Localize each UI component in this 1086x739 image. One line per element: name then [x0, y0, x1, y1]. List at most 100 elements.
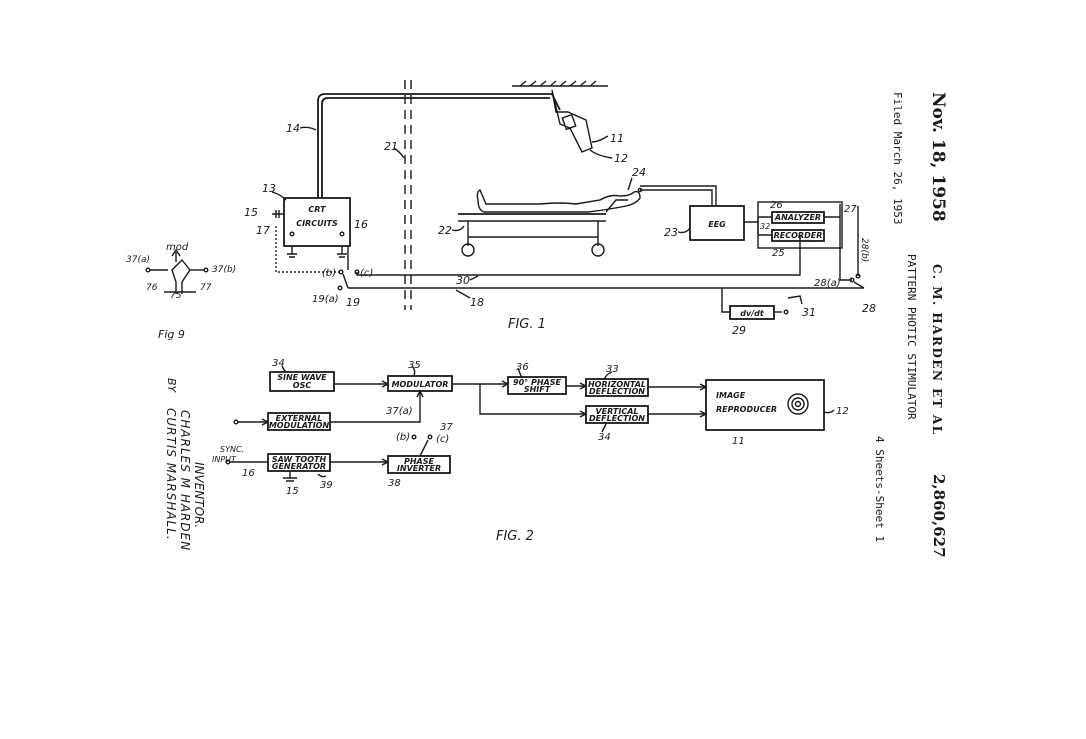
- fig2-34: 34: [272, 358, 285, 369]
- label-22: 22: [438, 224, 452, 237]
- saw-label-1: SAW TOOTH: [272, 455, 327, 464]
- fig9-terminal-right: [203, 267, 209, 273]
- fig2-11: 11: [732, 436, 745, 447]
- leader-12b: [823, 409, 835, 414]
- fig9-77: 77: [200, 283, 212, 293]
- electrode-cable-b: [640, 189, 713, 206]
- label-17: 17: [256, 224, 270, 237]
- label-11: 11: [610, 132, 624, 145]
- fig2-sw-c: (c): [436, 434, 449, 445]
- fig2-38: 38: [388, 478, 401, 489]
- sync-terminal: [225, 459, 231, 465]
- leader-22: [451, 225, 465, 232]
- leader-11: [591, 135, 609, 143]
- sync-label-1: SYNC.: [220, 445, 244, 454]
- input-15-connector: [272, 210, 284, 218]
- arrow-9: [381, 458, 390, 466]
- switch-37b: [411, 434, 417, 440]
- fig2-caption: FIG. 2: [496, 529, 534, 544]
- leader-39: [317, 473, 327, 478]
- eeg-output-leads: [744, 216, 772, 236]
- external-label-1: EXTERNAL: [276, 414, 323, 423]
- fig2-34b: 34: [598, 432, 611, 443]
- crt-label-2: CIRCUITS: [296, 219, 338, 228]
- label-32: 32: [760, 222, 770, 231]
- vertical-label-1: VERTICAL: [595, 407, 638, 416]
- fig2-37a: 37(a): [386, 406, 413, 417]
- fig2-39: 39: [320, 480, 333, 491]
- fig1-drawing: [271, 80, 865, 320]
- modulator-label: MODULATOR: [392, 380, 449, 389]
- leader-13: [271, 191, 287, 201]
- phase-inverter-label-1: PHASE: [404, 457, 435, 466]
- leader-36: [517, 367, 523, 379]
- sine-label-1: SINE WAVE: [277, 373, 327, 382]
- fig2-33: 33: [606, 364, 619, 375]
- fig9-arrow-head: [171, 248, 181, 257]
- terminal-17: [289, 231, 295, 237]
- leader-23: [677, 227, 691, 234]
- image-label-1: IMAGE: [716, 391, 746, 400]
- bed-wheel-right: [591, 243, 605, 257]
- switch-28a-contact: [849, 277, 855, 283]
- patent-title: PATTERN PHOTIC STIMULATOR: [905, 254, 918, 420]
- fig2-37: 37: [440, 422, 453, 433]
- leader-18: [455, 289, 471, 299]
- fig2-35: 35: [408, 360, 421, 371]
- crt-circuits-box: [283, 197, 351, 247]
- filed-date: Filed March 26, 1953: [891, 92, 904, 225]
- lamp-housing: [561, 113, 577, 131]
- label-14: 14: [286, 122, 300, 135]
- sine-label-2: OSC: [293, 381, 312, 390]
- arrow-8: [416, 389, 424, 398]
- label-29: 29: [732, 324, 746, 337]
- label-18: 18: [470, 296, 484, 309]
- leader-30: [469, 275, 479, 281]
- patient-arm: [605, 199, 628, 213]
- leader-34a: [281, 365, 287, 373]
- label-12: 12: [614, 152, 628, 165]
- fig9-drawing: [145, 248, 209, 294]
- fig2-16: 16: [242, 468, 255, 479]
- patent-number: 2,860,627: [930, 474, 948, 558]
- label-13: 13: [262, 182, 276, 195]
- fig9-75: 75: [170, 291, 182, 301]
- arrow-3: [579, 382, 588, 390]
- electrode-cable: [640, 185, 717, 206]
- switch-31: [787, 295, 803, 305]
- analyzer-to-switch: [824, 204, 852, 281]
- ext-mod-to-modulator: [330, 391, 421, 423]
- fig1-caption: FIG. 1: [508, 317, 546, 332]
- phase-inverter-label-2: INVERTER: [397, 464, 441, 473]
- horizontal-label-1: HORIZONTAL: [588, 380, 646, 389]
- screen-outer: [787, 393, 809, 415]
- label-16: 16: [354, 218, 368, 231]
- inventor-2-name: CURTIS MARSHALL.: [164, 408, 178, 541]
- label-25: 25: [772, 248, 785, 259]
- label-24: 24: [632, 166, 646, 179]
- label-31: 31: [802, 306, 816, 319]
- fig9-76: 76: [146, 283, 158, 293]
- arrow-5: [699, 383, 708, 391]
- ground-left: [287, 246, 297, 258]
- fig2-15: 15: [286, 486, 299, 497]
- terminal-16: [339, 231, 345, 237]
- label-19a: 19(a): [312, 294, 339, 305]
- sync-label-2: INPUT: [212, 455, 237, 464]
- eeg-label: EEG: [708, 220, 726, 229]
- label-26: 26: [770, 200, 783, 211]
- bed-wheel-left: [461, 243, 475, 257]
- saw-label-2: GENERATOR: [272, 462, 326, 471]
- dvdt-label: dv/dt: [740, 309, 765, 318]
- label-30: 30: [456, 274, 470, 287]
- vertical-label-2: DEFLECTION: [589, 414, 645, 423]
- screen-inner: [794, 400, 802, 408]
- fig9-37b: 37(b): [212, 265, 236, 275]
- fig9-caption: Fig 9: [158, 328, 185, 341]
- fig9-37a: 37(a): [126, 255, 150, 265]
- sine-wave-osc-box: [269, 371, 335, 392]
- screen-middle: [791, 397, 805, 411]
- arrow-2: [501, 380, 510, 388]
